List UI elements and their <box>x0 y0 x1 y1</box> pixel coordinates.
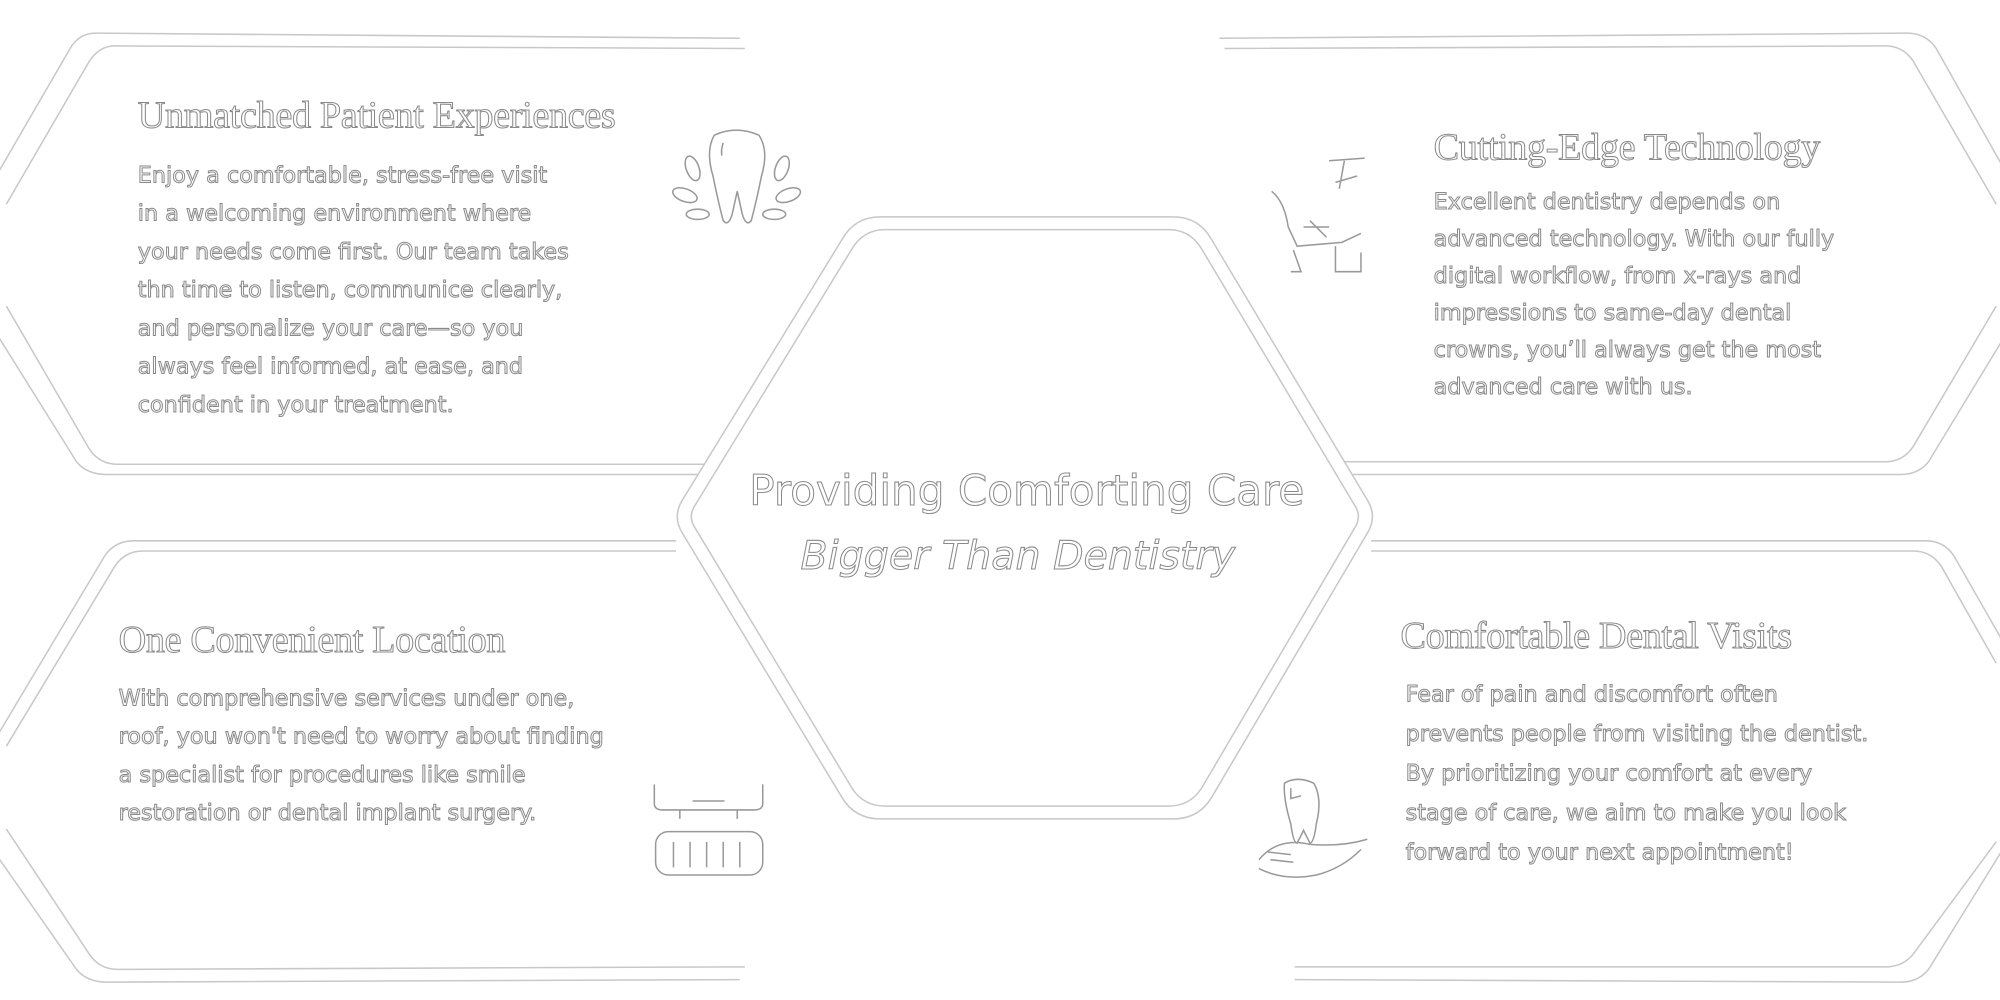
card-title-location: One Convenient Location <box>118 618 506 661</box>
body-line: Fear of pain and discomfort often <box>1405 682 1778 709</box>
center-headline: Providing Comforting Care <box>749 465 1305 516</box>
body-line: prevents people from visiting the dentis… <box>1405 721 1869 748</box>
card-body-patient-experiences: Enjoy a comfortable, stress-free visit i… <box>137 157 569 425</box>
card-title-comfortable-visits: Comfortable Dental Visits <box>1400 614 1793 657</box>
body-line: a specialist for procedures like smile <box>118 762 526 789</box>
body-line: advanced technology. With our fully <box>1433 227 1835 254</box>
card-title-patient-experiences: Unmatched Patient Experiences <box>137 94 616 137</box>
body-line: confident in your treatment. <box>137 392 454 419</box>
body-line: always feel informed, at ease, and <box>137 354 524 381</box>
hex-top-right <box>1219 32 2000 476</box>
body-line: advanced care with us. <box>1433 374 1693 401</box>
body-line: With comprehensive services under one, <box>118 686 575 713</box>
body-line: forward to your next appointment! <box>1405 840 1794 867</box>
tooth-laurel-icon <box>671 129 802 224</box>
body-line: thn time to listen, communice clearly, <box>137 278 563 305</box>
center-tagline: Bigger Than Dentistry <box>800 533 1236 580</box>
card-body-location: With comprehensive services under one, r… <box>118 680 604 833</box>
body-line: roof, you won't need to worry about find… <box>118 724 604 751</box>
body-line: in a welcoming environment where <box>137 201 532 228</box>
body-line: stage of care, we aim to make you look <box>1405 801 1847 828</box>
hex-bottom-left <box>0 540 745 983</box>
dental-chair-icon <box>1271 157 1365 273</box>
body-line: restoration or dental implant surgery. <box>118 801 537 828</box>
hex-center <box>676 216 1374 820</box>
body-line: and personalize your care—so you <box>137 316 524 343</box>
body-line: crowns, you’ll always get the most <box>1433 337 1822 364</box>
tooth-hand-icon <box>1258 778 1368 878</box>
body-line: Enjoy a comfortable, stress-free visit <box>137 163 548 190</box>
body-line: your needs come first. Our team takes <box>137 239 569 266</box>
body-line: impressions to same-day dental <box>1433 301 1792 328</box>
body-line: digital workflow, from x-rays and <box>1433 264 1802 291</box>
card-body-comfortable-visits: Fear of pain and discomfort often preven… <box>1405 676 1869 874</box>
body-line: By prioritizing your comfort at every <box>1405 761 1813 788</box>
body-line: Excellent dentistry depends on <box>1433 190 1781 217</box>
dentures-icon <box>653 784 764 876</box>
card-body-technology: Excellent dentistry depends on advanced … <box>1433 185 1835 407</box>
hex-top-left <box>0 32 745 476</box>
hex-bottom-right <box>1294 540 2000 983</box>
card-title-technology: Cutting-Edge Technology <box>1433 126 1821 169</box>
